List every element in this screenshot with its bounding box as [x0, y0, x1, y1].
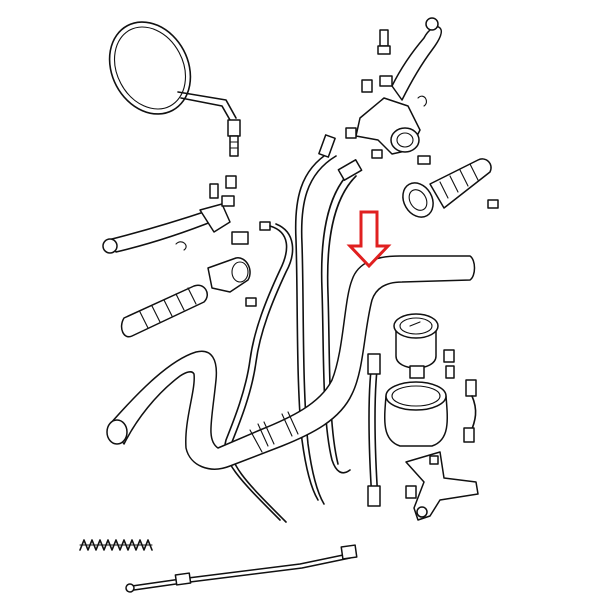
throttle-grip — [402, 158, 499, 218]
clutch-cable — [294, 134, 337, 505]
speedometer-cup — [384, 381, 448, 447]
choke-cable — [320, 159, 363, 474]
handlebar — [106, 255, 476, 470]
highlight-arrow — [346, 210, 392, 269]
mirror — [108, 21, 241, 157]
speedometer-bracket — [405, 451, 479, 521]
speedometer-cable — [367, 353, 477, 507]
spring — [79, 539, 153, 551]
speedometer — [393, 313, 455, 379]
clutch-lever — [345, 17, 443, 165]
left-grip — [120, 257, 257, 338]
bottom-cable — [125, 544, 358, 593]
brake-lever — [102, 175, 271, 254]
